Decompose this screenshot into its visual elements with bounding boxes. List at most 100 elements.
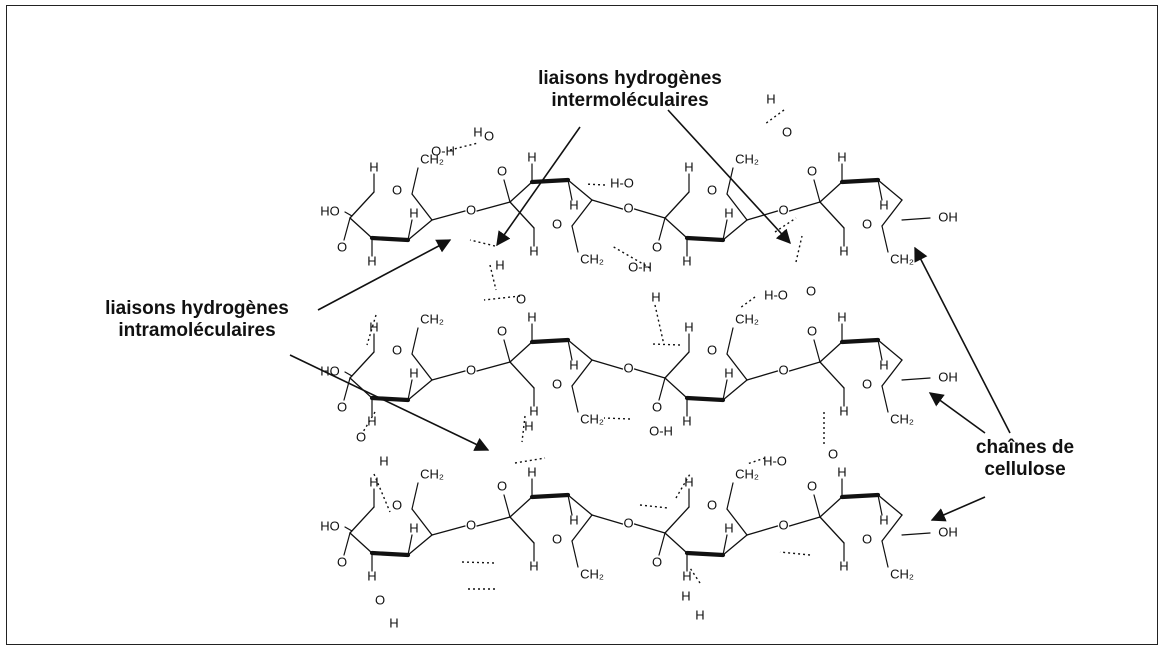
hydrogen-atom: H [695, 607, 704, 622]
hydroxyl-oxygen: O [337, 239, 347, 254]
bond-line [819, 496, 843, 518]
oxygen-atom: H-O [763, 453, 787, 468]
bond-line [881, 514, 903, 542]
ring-front-bond [529, 337, 571, 345]
ring-oxygen: O [707, 342, 717, 357]
bond-line [881, 199, 903, 227]
bond-line [407, 534, 433, 556]
ring-oxygen: O [707, 182, 717, 197]
bond-line [726, 482, 734, 510]
arrow-intramolecular-bottom [289, 354, 490, 451]
bond-line [877, 339, 903, 361]
ring-front-bond [529, 492, 571, 500]
bond-line [658, 532, 666, 556]
hydrogen-atom: H [495, 257, 504, 272]
bond-line [881, 540, 889, 568]
terminal-hydroxyl-right: OH [938, 524, 958, 539]
terminal-hydroxyl-left: HO [320, 518, 340, 533]
ch2-group: CH₂ [580, 251, 604, 266]
bond-line [571, 359, 593, 387]
ch2-group: CH₂ [890, 411, 914, 426]
bond-line [476, 201, 511, 212]
bond-line [722, 534, 748, 556]
glycosidic-oxygen: O [466, 517, 476, 532]
ring-oxygen: O [552, 531, 562, 546]
hydrogen-bonds [362, 109, 825, 590]
hydrogen-bond [639, 504, 669, 509]
atom-label: H [684, 319, 693, 334]
atom-label: H [409, 205, 418, 220]
bond-line [591, 199, 624, 210]
atom-label: H [527, 464, 536, 479]
ring-front-bond [684, 235, 726, 243]
atom-label: H [529, 243, 538, 258]
bond-line [567, 179, 573, 201]
bond-line [633, 208, 666, 219]
bond-line [658, 377, 666, 401]
atom-label: H [839, 558, 848, 573]
hydrogen-atom: H [681, 588, 690, 603]
atom-label: H [527, 149, 536, 164]
atom-label: H [837, 464, 846, 479]
glycosidic-oxygen: O [466, 202, 476, 217]
bond-line [746, 370, 779, 381]
hydroxyl-oxygen: O [497, 323, 507, 338]
hydrogen-bond [651, 343, 681, 346]
ring-front-bond [684, 395, 726, 403]
ring-oxygen: O [392, 342, 402, 357]
bond-line [633, 368, 666, 379]
bond-line [746, 525, 779, 536]
hydroxyl-oxygen: O [807, 163, 817, 178]
bond-line [881, 359, 903, 387]
bond-line [901, 377, 931, 381]
hydrogen-bond [603, 417, 631, 420]
atom-label: H [569, 512, 578, 527]
bond-line [664, 351, 690, 379]
ch2-group: CH₂ [580, 566, 604, 581]
bond-line [726, 167, 734, 195]
atom-label: H [837, 149, 846, 164]
hydroxyl-oxygen: O [652, 554, 662, 569]
atom-label: H [569, 357, 578, 372]
terminal-hydroxyl-right: OH [938, 209, 958, 224]
hydrogen-bond [689, 567, 701, 584]
label-cellulose-chains: chaînes de cellulose [960, 437, 1090, 481]
bond-line [664, 191, 690, 219]
hydrogen-bond [774, 217, 797, 233]
bond-line [664, 217, 688, 239]
label-intramolecular-line1: liaisons hydrogènes [105, 298, 289, 319]
atom-label: H [369, 159, 378, 174]
atom-label: H [839, 403, 848, 418]
bond-line [726, 327, 734, 355]
bond-line [349, 532, 373, 554]
bond-line [877, 339, 883, 361]
bond-line [349, 351, 375, 379]
bond-line [503, 339, 511, 363]
ring-oxygen: O [862, 376, 872, 391]
hydrogen-atom: H [389, 615, 398, 630]
oxygen-atom: O [516, 291, 526, 306]
terminal-hydroxyl-left: HO [320, 203, 340, 218]
hydroxyl-oxygen: O [497, 163, 507, 178]
hydrogen-bond [514, 457, 546, 464]
bond-line [509, 201, 535, 229]
bond-line [476, 361, 511, 372]
atom-label: H [724, 205, 733, 220]
ch2-group: CH₂ [420, 311, 444, 326]
bond-line [567, 179, 593, 201]
arrow-chains-bottom [930, 496, 986, 522]
glycosidic-oxygen: O [623, 360, 633, 375]
hydrogen-bond [764, 109, 785, 125]
label-intermolecular-line2: intermoléculaires [551, 90, 709, 111]
ring-oxygen: O [552, 376, 562, 391]
bond-line [344, 526, 353, 532]
bond-line [877, 179, 883, 201]
atom-label: H [369, 474, 378, 489]
glycosidic-oxygen: O [778, 202, 788, 217]
bond-line [722, 379, 728, 401]
bond-line [503, 494, 511, 518]
bond-line [726, 193, 748, 221]
